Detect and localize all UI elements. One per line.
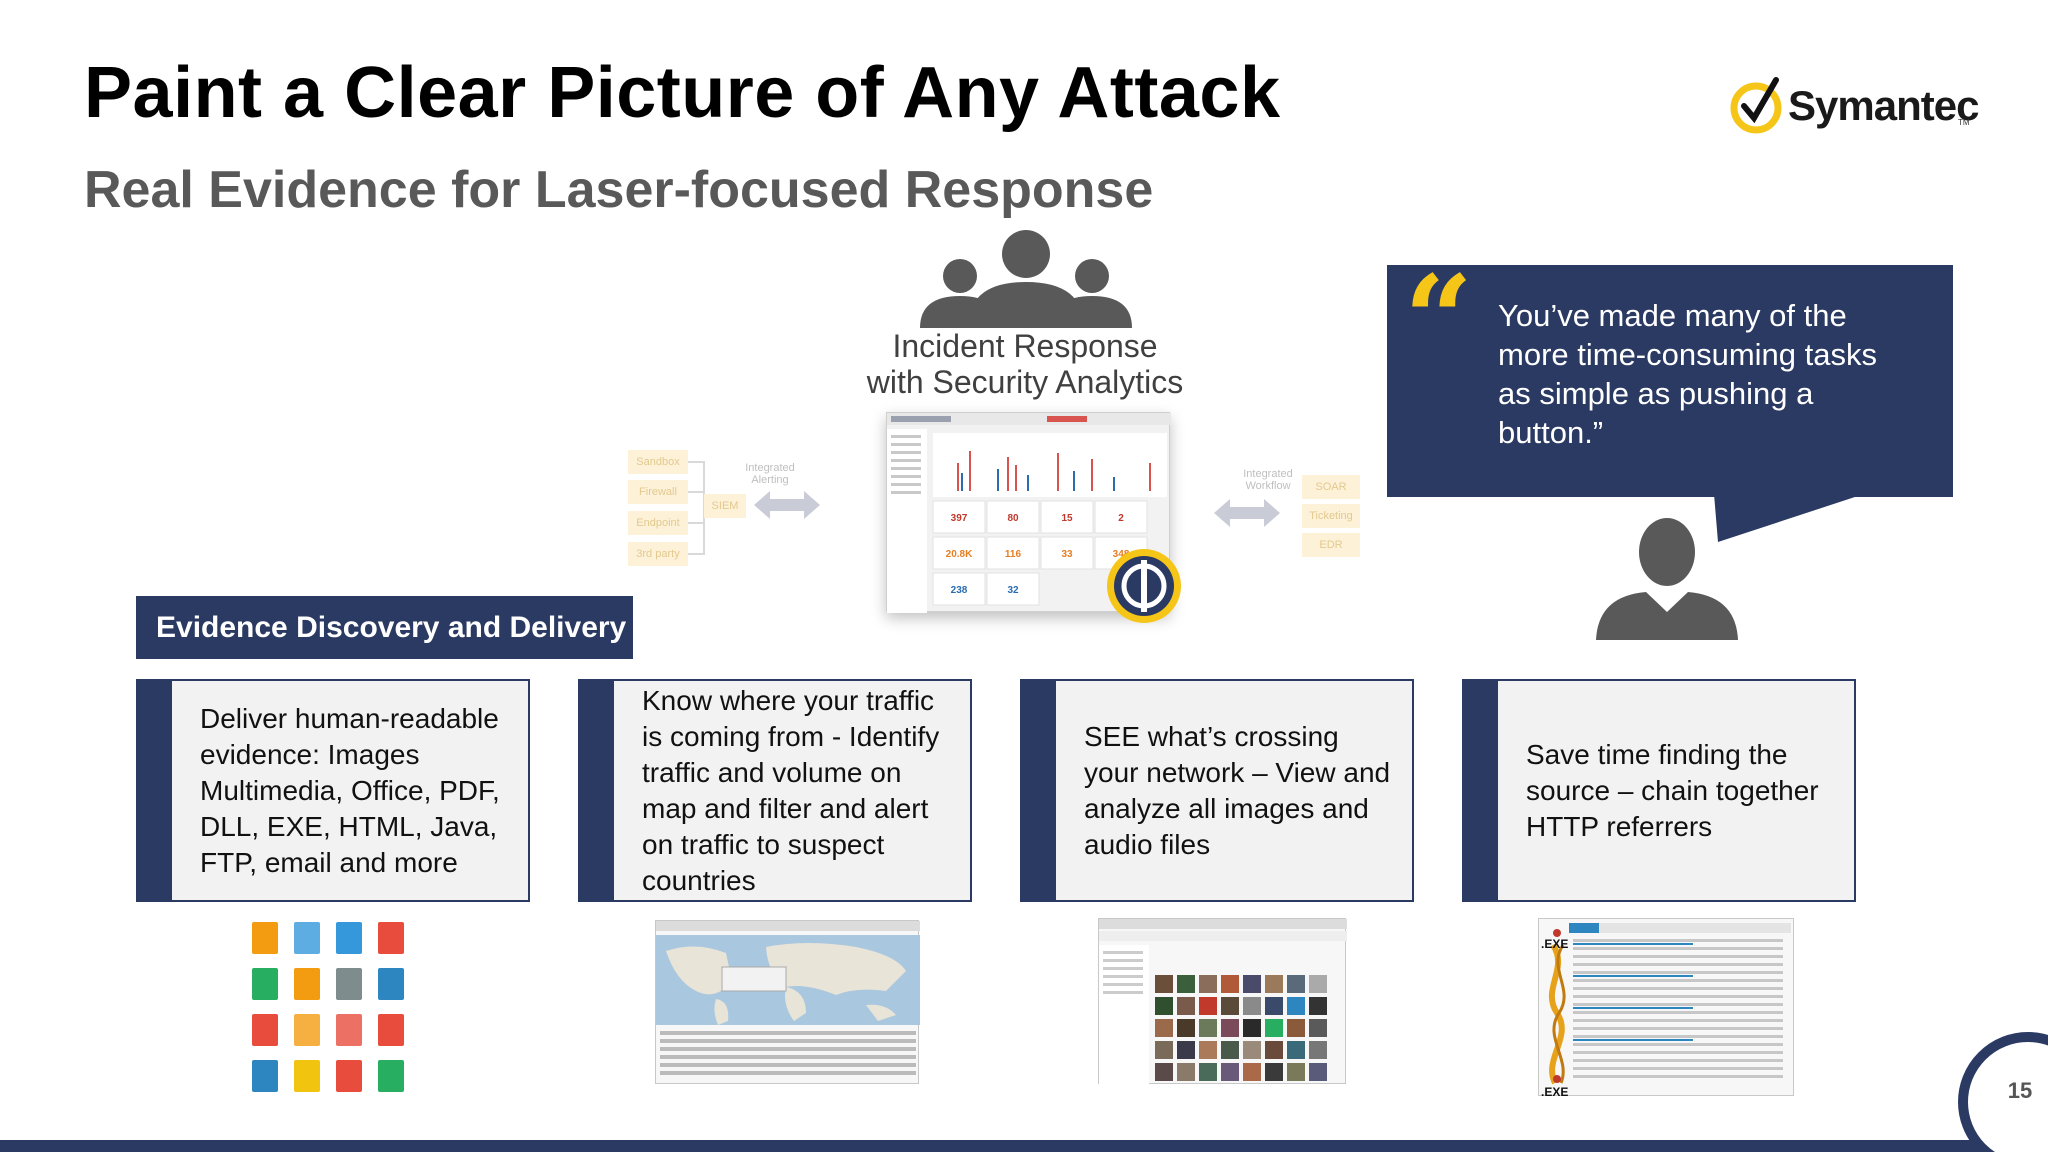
exe-label-top: .EXE <box>1541 937 1569 951</box>
image-file-icon <box>294 922 320 954</box>
referrers-card: Save time finding the source – chain tog… <box>1462 679 1856 902</box>
document-file-icon <box>336 922 362 954</box>
file-type-icons <box>252 922 412 1092</box>
card-text: Deliver human-readable evidence: Images … <box>200 702 500 878</box>
incident-label-line1: Incident Response <box>892 328 1158 364</box>
target-edr: EDR <box>1302 533 1360 557</box>
dash-value: 238 <box>951 585 968 596</box>
images-card: SEE what’s crossing your network – View … <box>1020 679 1414 902</box>
double-arrow-left-icon <box>754 491 820 519</box>
traffic-card: Know where your traffic is coming from -… <box>578 679 972 902</box>
card-accent-bar <box>1464 681 1498 900</box>
source-firewall: Firewall <box>628 480 688 504</box>
word-file-icon <box>378 968 404 1000</box>
workflow-label-line1: Integrated <box>1243 468 1293 480</box>
quote-text: You’ve made many of the more time-consum… <box>1498 298 1878 450</box>
card-text: Know where your traffic is coming from -… <box>642 684 940 896</box>
integrated-alerting-label: Integrated Alerting <box>730 462 810 486</box>
double-arrow-right-icon <box>1214 499 1280 527</box>
quote-callout <box>1387 265 1953 497</box>
symantec-logo: Symantec TM <box>1730 72 1979 142</box>
table-file-icon <box>378 1060 404 1092</box>
spreadsheet-file-icon <box>252 968 278 1000</box>
card-accent-bar <box>138 681 172 900</box>
quote-mark-icon: “ <box>1404 249 1474 390</box>
footer-bar <box>0 1140 2048 1152</box>
siem-box: SIEM <box>704 494 746 518</box>
world-map-thumbnail <box>656 921 920 1075</box>
incident-response-label: Incident Response with Security Analytic… <box>800 328 1250 400</box>
source-endpoint: Endpoint <box>628 511 688 535</box>
pdf-file-icon <box>378 922 404 954</box>
dash-value: 32 <box>1007 585 1019 596</box>
dashboard-screenshot: 397 80 15 2 20.8K 116 33 348 238 32 <box>887 413 1171 613</box>
referrer-chain-screenshot: .EXE .EXE <box>1538 918 1794 1099</box>
slide-title: Paint a Clear Picture of Any Attack <box>84 53 1281 133</box>
dash-value: 33 <box>1061 549 1073 560</box>
traffic-map-screenshot <box>655 920 920 1084</box>
referrer-chain-thumbnail <box>1548 923 1791 1085</box>
source-sandbox: Sandbox <box>628 450 688 474</box>
presentation-file-icon <box>252 1014 278 1046</box>
card-accent-bar <box>580 681 614 900</box>
integrated-workflow-label: Integrated Workflow <box>1228 468 1308 492</box>
dash-value: 15 <box>1061 513 1073 524</box>
symantec-check-icon <box>1730 77 1782 134</box>
email-file-icon <box>294 1060 320 1092</box>
video-file-icon <box>252 922 278 954</box>
logo-trademark: TM <box>1958 118 1970 127</box>
dash-value: 20.8K <box>946 549 973 560</box>
source-3rd-party: 3rd party <box>628 542 688 566</box>
card-text: Save time finding the source – chain tog… <box>1526 738 1819 842</box>
target-ticketing: Ticketing <box>1302 504 1360 528</box>
card-text: SEE what’s crossing your network – View … <box>1084 720 1391 860</box>
code-file-icon <box>336 1014 362 1046</box>
alerting-label-line1: Integrated <box>745 462 795 474</box>
dash-value: 116 <box>1005 549 1022 560</box>
media-file-icon <box>336 1060 362 1092</box>
team-icon <box>920 230 1132 328</box>
evidence-card: Deliver human-readable evidence: Images … <box>136 679 530 902</box>
dash-value: 2 <box>1118 513 1124 524</box>
alerting-label-line2: Alerting <box>751 474 789 486</box>
security-analytics-badge-icon <box>1107 549 1181 623</box>
quote-callout-tail <box>1714 494 1864 542</box>
card-accent-bar <box>1022 681 1056 900</box>
text-file-icon <box>378 1014 404 1046</box>
incident-label-line2: with Security Analytics <box>866 364 1184 400</box>
archive-file-icon <box>294 968 320 1000</box>
dash-value: 80 <box>1007 513 1019 524</box>
movie-file-icon <box>336 968 362 1000</box>
images-grid-screenshot <box>1098 918 1347 1085</box>
target-soar: SOAR <box>1302 475 1360 499</box>
person-icon <box>1596 518 1738 640</box>
page-number: 15 <box>2007 1078 2033 1103</box>
slide-subtitle: Real Evidence for Laser-focused Response <box>84 161 1154 219</box>
dash-value: 348 <box>1113 549 1130 560</box>
page-number-circle <box>1958 1032 2048 1152</box>
workflow-label-line2: Workflow <box>1245 480 1291 492</box>
image-gallery-thumbnail <box>1099 919 1347 1085</box>
section-tag: Evidence Discovery and Delivery <box>136 596 633 659</box>
exe-label-bottom: .EXE <box>1541 1085 1569 1099</box>
html-file-icon <box>252 1060 278 1092</box>
logo-wordmark: Symantec <box>1788 82 1979 129</box>
dash-value: 397 <box>951 513 968 524</box>
chart-file-icon <box>294 1014 320 1046</box>
